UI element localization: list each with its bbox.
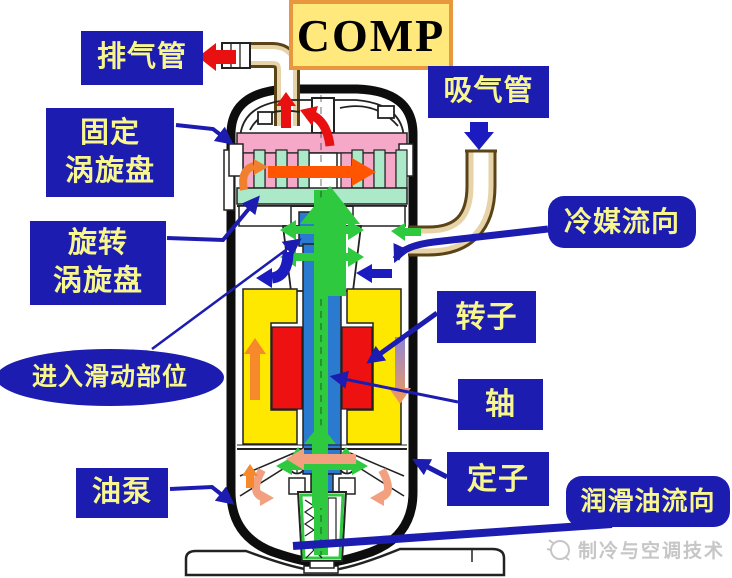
label-shaft: 轴 — [458, 379, 543, 430]
rotor-shape — [271, 326, 373, 410]
watermark-logo-icon — [546, 538, 570, 561]
discharge-flow-arrows — [198, 43, 335, 147]
connector-lines — [151, 123, 613, 550]
label-enter-sliding-parts: 进入滑动部位 — [0, 349, 224, 406]
label-rotor: 转子 — [437, 291, 536, 343]
title-comp: COMP — [289, 0, 453, 70]
watermark: 制冷与空调技术 — [545, 536, 725, 563]
label-lubricant-flow: 润滑油流向 — [566, 476, 730, 527]
suction-pipe — [408, 149, 497, 257]
stator-shape — [242, 288, 402, 445]
label-fixed-scroll: 固定 涡旋盘 — [46, 108, 174, 197]
label-orbiting-scroll: 旋转 涡旋盘 — [30, 221, 166, 305]
label-discharge-pipe: 排气管 — [81, 31, 203, 85]
compressed-gas-arrows — [239, 158, 376, 488]
watermark-text: 制冷与空调技术 — [578, 541, 726, 562]
label-stator: 定子 — [447, 452, 549, 506]
warm-gas-arrows — [252, 337, 411, 506]
label-refrigerant-flow: 冷媒流向 — [548, 196, 696, 248]
title-text: COMP — [296, 9, 446, 61]
label-suction-pipe: 吸气管 — [428, 66, 549, 118]
label-oil-pump: 油泵 — [76, 468, 168, 518]
